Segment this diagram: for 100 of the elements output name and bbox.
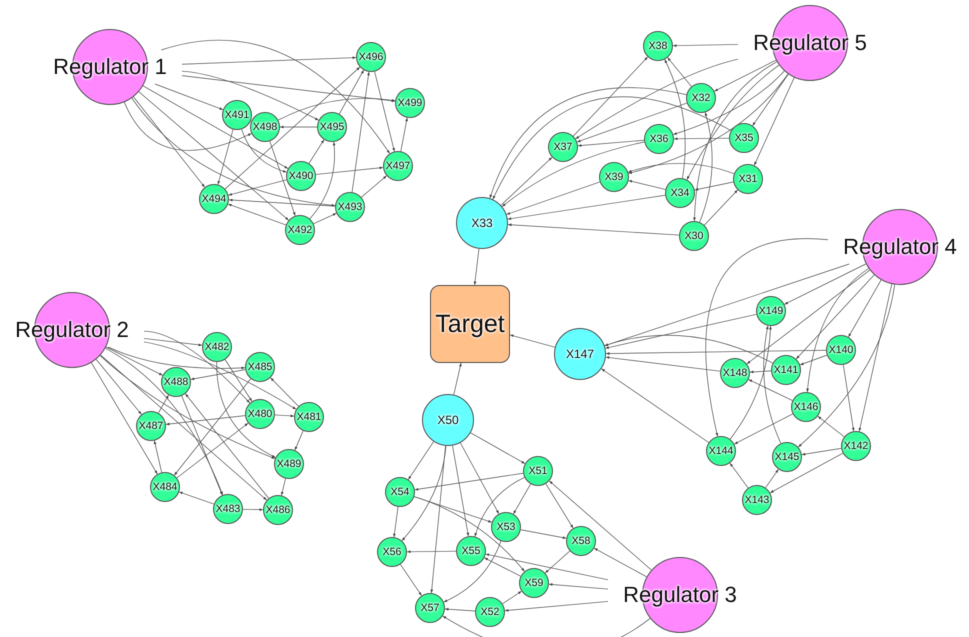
node-label: X498 <box>252 122 278 132</box>
node-label: X486 <box>266 504 290 516</box>
gene-node <box>285 215 315 245</box>
arrow <box>601 368 709 443</box>
arrow <box>801 448 842 456</box>
arrow <box>500 156 552 206</box>
gene-node <box>294 402 324 432</box>
arrow <box>216 362 276 458</box>
node-label: X51 <box>528 466 548 476</box>
arrow <box>748 379 793 401</box>
node-label: X57 <box>420 602 440 614</box>
arrow <box>548 583 608 590</box>
node-label: X494 <box>202 194 226 204</box>
node-label: X50 <box>437 414 459 426</box>
arrow <box>605 314 757 349</box>
arrow <box>734 414 794 444</box>
gene-node <box>720 358 750 388</box>
arrow <box>694 182 734 191</box>
arrow <box>144 342 296 410</box>
arrow <box>158 394 169 414</box>
arrow <box>400 564 422 596</box>
node-label: X147 <box>566 348 594 360</box>
gene-node <box>519 568 549 598</box>
node-label: X39 <box>604 172 624 182</box>
node-label: X35 <box>734 132 754 144</box>
gene-node <box>643 31 673 61</box>
arrow <box>414 496 525 572</box>
arrow <box>507 194 666 220</box>
arrow <box>672 44 738 48</box>
gene-node <box>150 472 180 502</box>
node-label: X485 <box>248 362 272 372</box>
gene-node <box>377 537 407 567</box>
node-label: X484 <box>152 482 178 492</box>
target-node <box>430 285 510 363</box>
arrow <box>765 468 779 488</box>
node-label: X34 <box>670 188 690 198</box>
arrow <box>228 204 286 226</box>
node-label: X480 <box>248 408 272 420</box>
gene-node <box>679 221 709 251</box>
arrow <box>280 478 286 496</box>
node-label: X143 <box>744 494 770 506</box>
arrow <box>664 59 686 179</box>
arrow <box>606 350 826 355</box>
arrow <box>154 84 224 110</box>
arrow <box>492 96 732 200</box>
gene-node <box>136 411 166 441</box>
arrow <box>520 529 567 539</box>
arrow <box>754 77 795 166</box>
arrow <box>444 608 476 612</box>
arrow <box>408 441 434 480</box>
node-label: X54 <box>390 486 410 498</box>
arrow <box>185 393 269 499</box>
arrow <box>338 70 364 114</box>
arrow <box>414 472 524 491</box>
gene-node <box>523 456 553 486</box>
arrow <box>628 180 666 190</box>
gene-node <box>456 536 486 566</box>
gene-node <box>772 442 802 472</box>
arrow <box>578 140 644 147</box>
node-label: X38 <box>648 40 668 52</box>
arrow <box>228 198 336 206</box>
node-label: X30 <box>684 230 704 242</box>
gene-node <box>222 100 252 130</box>
arrow <box>361 175 387 198</box>
hub-node <box>422 394 474 446</box>
arrow <box>817 416 845 438</box>
node-label: X483 <box>216 504 240 514</box>
arrow <box>452 445 470 537</box>
arrow <box>502 590 522 604</box>
arrow <box>269 140 296 216</box>
arrow <box>105 348 224 496</box>
arrow <box>508 223 680 236</box>
arrow <box>510 334 556 348</box>
arrow <box>796 274 875 360</box>
gene-node <box>756 296 786 326</box>
arrow <box>96 358 142 415</box>
gene-node <box>415 593 445 623</box>
arrow <box>294 430 304 451</box>
arrow <box>667 57 692 87</box>
arrow <box>352 72 370 192</box>
arrow <box>144 338 202 346</box>
node-label: X488 <box>164 376 188 388</box>
arrow <box>485 553 608 580</box>
node-label: X59 <box>524 578 544 588</box>
node-label: X487 <box>138 420 164 432</box>
arrow <box>182 56 356 65</box>
arrow <box>784 264 866 305</box>
arrow <box>374 71 395 152</box>
arrow <box>278 98 396 120</box>
arrow <box>705 238 828 437</box>
node-label: X55 <box>462 546 480 556</box>
node-label: X146 <box>794 402 818 412</box>
arrow <box>470 432 526 464</box>
arrow <box>474 477 525 537</box>
arrow <box>594 548 647 578</box>
arrow <box>406 550 456 554</box>
gene-node <box>395 88 425 118</box>
arrow <box>190 369 246 380</box>
gene-node <box>202 332 232 362</box>
arrow <box>91 362 158 474</box>
